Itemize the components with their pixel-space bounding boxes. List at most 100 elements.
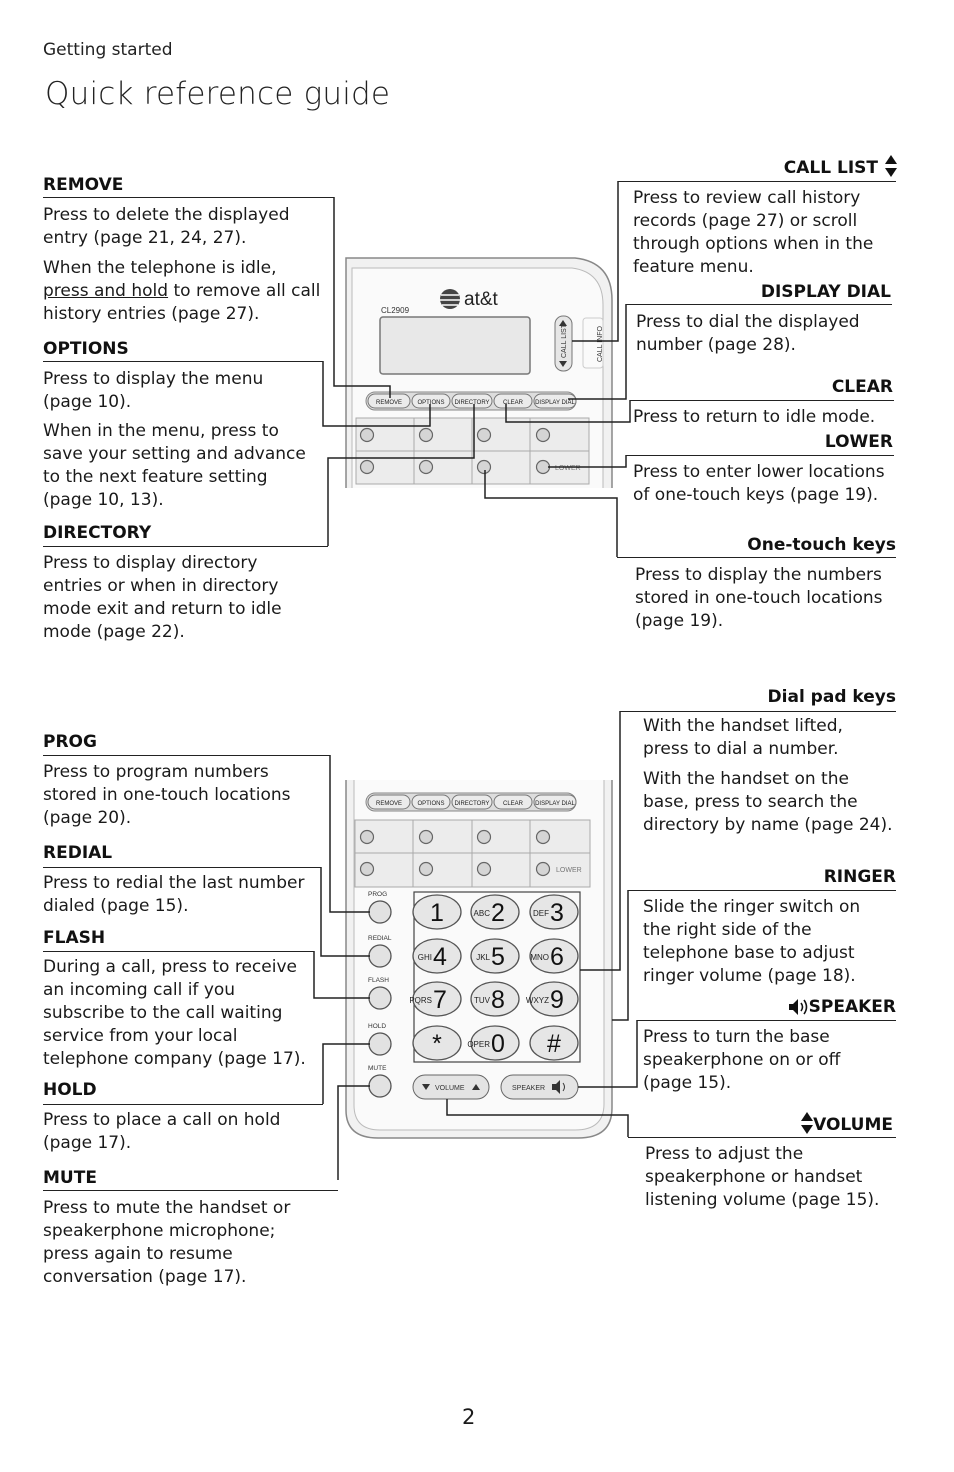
- top-options-button[interactable]: [411, 393, 451, 409]
- bottom-one-touch-key-5[interactable]: [359, 861, 375, 877]
- call-list-desc: Press to review call history records (pa…: [633, 188, 874, 277]
- directory-desc: Press to display directory entries or wh…: [43, 553, 282, 642]
- volume-arrows-icon: [801, 1112, 813, 1134]
- bottom-options-label: OPTIONS: [417, 801, 444, 807]
- dial-key-8[interactable]: [470, 981, 520, 1017]
- top-one-touch-key-6[interactable]: [418, 459, 434, 475]
- top-one-touch-key-2[interactable]: [418, 427, 434, 443]
- remove-desc-1: Press to delete the displayed entry (pag…: [43, 205, 290, 248]
- top-one-touch-key-7[interactable]: [476, 459, 492, 475]
- call-list-button[interactable]: [554, 315, 573, 372]
- call-list-label: CALL LIST: [561, 323, 568, 358]
- one-touch-desc: Press to display the numbers stored in o…: [635, 565, 883, 631]
- dial-key-3[interactable]: [529, 894, 579, 930]
- speaker-icon: [789, 999, 808, 1015]
- dial-key-letters: TUV: [474, 996, 491, 1005]
- dial-key-digit: 5: [491, 943, 505, 971]
- mute-key-label: MUTE: [368, 1065, 387, 1072]
- dial-key-2[interactable]: [470, 894, 520, 930]
- prog-key[interactable]: [368, 900, 392, 924]
- dial-key-digit: 8: [491, 986, 505, 1014]
- dial-key-letters: WXYZ: [526, 996, 549, 1005]
- bottom-one-touch-key-8[interactable]: [535, 861, 551, 877]
- volume-button[interactable]: [412, 1074, 490, 1100]
- heading-call-list: CALL LIST: [783, 158, 878, 178]
- bottom-options-button[interactable]: [411, 794, 451, 810]
- volume-desc: Press to adjust the speakerphone or hand…: [645, 1144, 880, 1210]
- top-directory-button[interactable]: [451, 393, 493, 409]
- hold-key-label: HOLD: [368, 1023, 386, 1030]
- up-down-arrows-icon: [885, 155, 897, 177]
- remove-desc-2: When the telephone is idle, press and ho…: [43, 258, 321, 324]
- bottom-display-dial-button[interactable]: [533, 794, 577, 810]
- bottom-one-touch-key-2[interactable]: [418, 829, 434, 845]
- dial-key-9[interactable]: [529, 981, 579, 1017]
- heading-speaker: SPEAKER: [808, 997, 896, 1017]
- bottom-directory-button[interactable]: [451, 794, 493, 810]
- ringer-desc: Slide the ringer switch on the right sid…: [643, 897, 861, 986]
- top-one-touch-key-5[interactable]: [359, 459, 375, 475]
- dial-key-5[interactable]: [470, 938, 520, 974]
- heading-directory: DIRECTORY: [43, 523, 152, 543]
- heading-lower: LOWER: [824, 432, 893, 452]
- heading-volume: VOLUME: [813, 1115, 893, 1135]
- top-clear-label: CLEAR: [503, 400, 524, 406]
- dial-key-digit: 6: [550, 943, 564, 971]
- dial-key-digit: 7: [433, 986, 447, 1014]
- bottom-clear-button[interactable]: [493, 794, 533, 810]
- heading-ringer: RINGER: [823, 867, 896, 887]
- heading-options: OPTIONS: [43, 339, 129, 359]
- dial-key-digit: #: [547, 1030, 561, 1058]
- dial-key-6[interactable]: [529, 938, 579, 974]
- model-label: CL2909: [381, 306, 410, 315]
- bottom-one-touch-key-6[interactable]: [418, 861, 434, 877]
- heading-dial-pad-keys: Dial pad keys: [767, 687, 896, 707]
- flash-key-label: FLASH: [368, 977, 389, 984]
- flash-key[interactable]: [368, 986, 392, 1010]
- att-logo-text: at&t: [464, 289, 499, 310]
- dial-key-0[interactable]: [470, 1025, 520, 1061]
- heading-one-touch-keys: One-touch keys: [747, 535, 896, 555]
- dial-key-letters: DEF: [533, 909, 549, 918]
- heading-redial: REDIAL: [43, 843, 113, 863]
- dial-key-1[interactable]: [412, 894, 462, 930]
- bottom-one-touch-key-4[interactable]: [535, 829, 551, 845]
- dial-pad-desc-1: With the handset lifted, press to dial a…: [643, 716, 843, 759]
- dial-key-digit: 3: [550, 899, 564, 927]
- dial-key-star[interactable]: [412, 1025, 462, 1061]
- top-one-touch-key-3[interactable]: [476, 427, 492, 443]
- top-remove-button[interactable]: [367, 393, 411, 409]
- top-clear-button[interactable]: [493, 393, 533, 409]
- redial-key[interactable]: [368, 944, 392, 968]
- hold-key[interactable]: [368, 1032, 392, 1056]
- dial-key-letters: MNO: [530, 953, 549, 962]
- top-one-touch-key-4[interactable]: [535, 427, 551, 443]
- top-one-touch-key-8[interactable]: [535, 459, 551, 475]
- section-label: Getting started: [43, 40, 173, 60]
- lower-label-bottom: LOWER: [556, 867, 582, 874]
- heading-prog: PROG: [43, 732, 97, 752]
- clear-desc: Press to return to idle mode.: [633, 407, 876, 427]
- dial-key-7[interactable]: [412, 981, 462, 1017]
- top-display-dial-button[interactable]: [533, 393, 577, 409]
- top-one-touch-key-1[interactable]: [359, 427, 375, 443]
- speaker-desc: Press to turn the base speakerphone on o…: [643, 1027, 841, 1093]
- dial-key-pound[interactable]: [529, 1025, 579, 1061]
- dial-key-letters: ABC: [474, 909, 491, 918]
- page-number: 2: [462, 1405, 476, 1429]
- dial-key-letters: OPER: [467, 1040, 490, 1049]
- top-directory-label: DIRECTORY: [454, 400, 489, 406]
- call-info-label: CALL INFO: [597, 326, 604, 362]
- mute-key[interactable]: [368, 1074, 392, 1098]
- prog-key-label: PROG: [368, 891, 387, 898]
- bottom-one-touch-key-3[interactable]: [476, 829, 492, 845]
- att-globe-icon: [440, 289, 460, 309]
- bottom-remove-button[interactable]: [367, 794, 411, 810]
- bottom-one-touch-key-1[interactable]: [359, 829, 375, 845]
- dial-key-4[interactable]: [412, 938, 462, 974]
- dial-key-digit: 9: [550, 986, 564, 1014]
- bottom-one-touch-key-7[interactable]: [476, 861, 492, 877]
- heading-hold: HOLD: [43, 1080, 97, 1100]
